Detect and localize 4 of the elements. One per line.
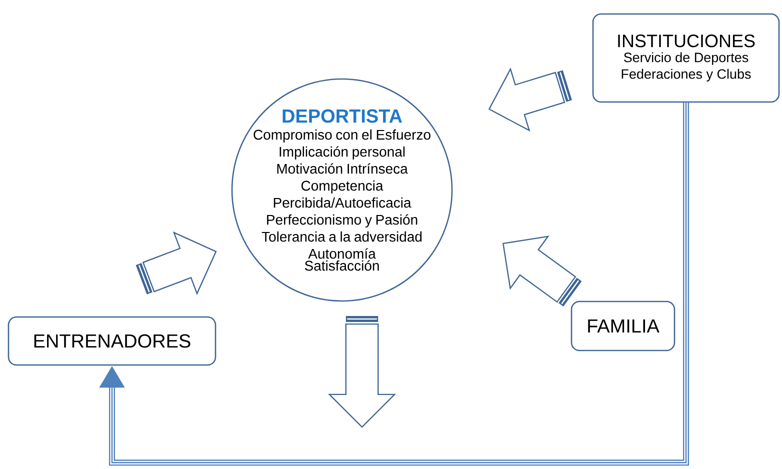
- rounded-box: ENTRENADORES: [8, 316, 216, 366]
- rounded-box: INSTITUCIONES Servicio de Deportes Federaciones y Clubs: [592, 13, 780, 103]
- rounded-box: FAMILIA: [570, 300, 676, 352]
- arrow: [99, 102, 689, 466]
